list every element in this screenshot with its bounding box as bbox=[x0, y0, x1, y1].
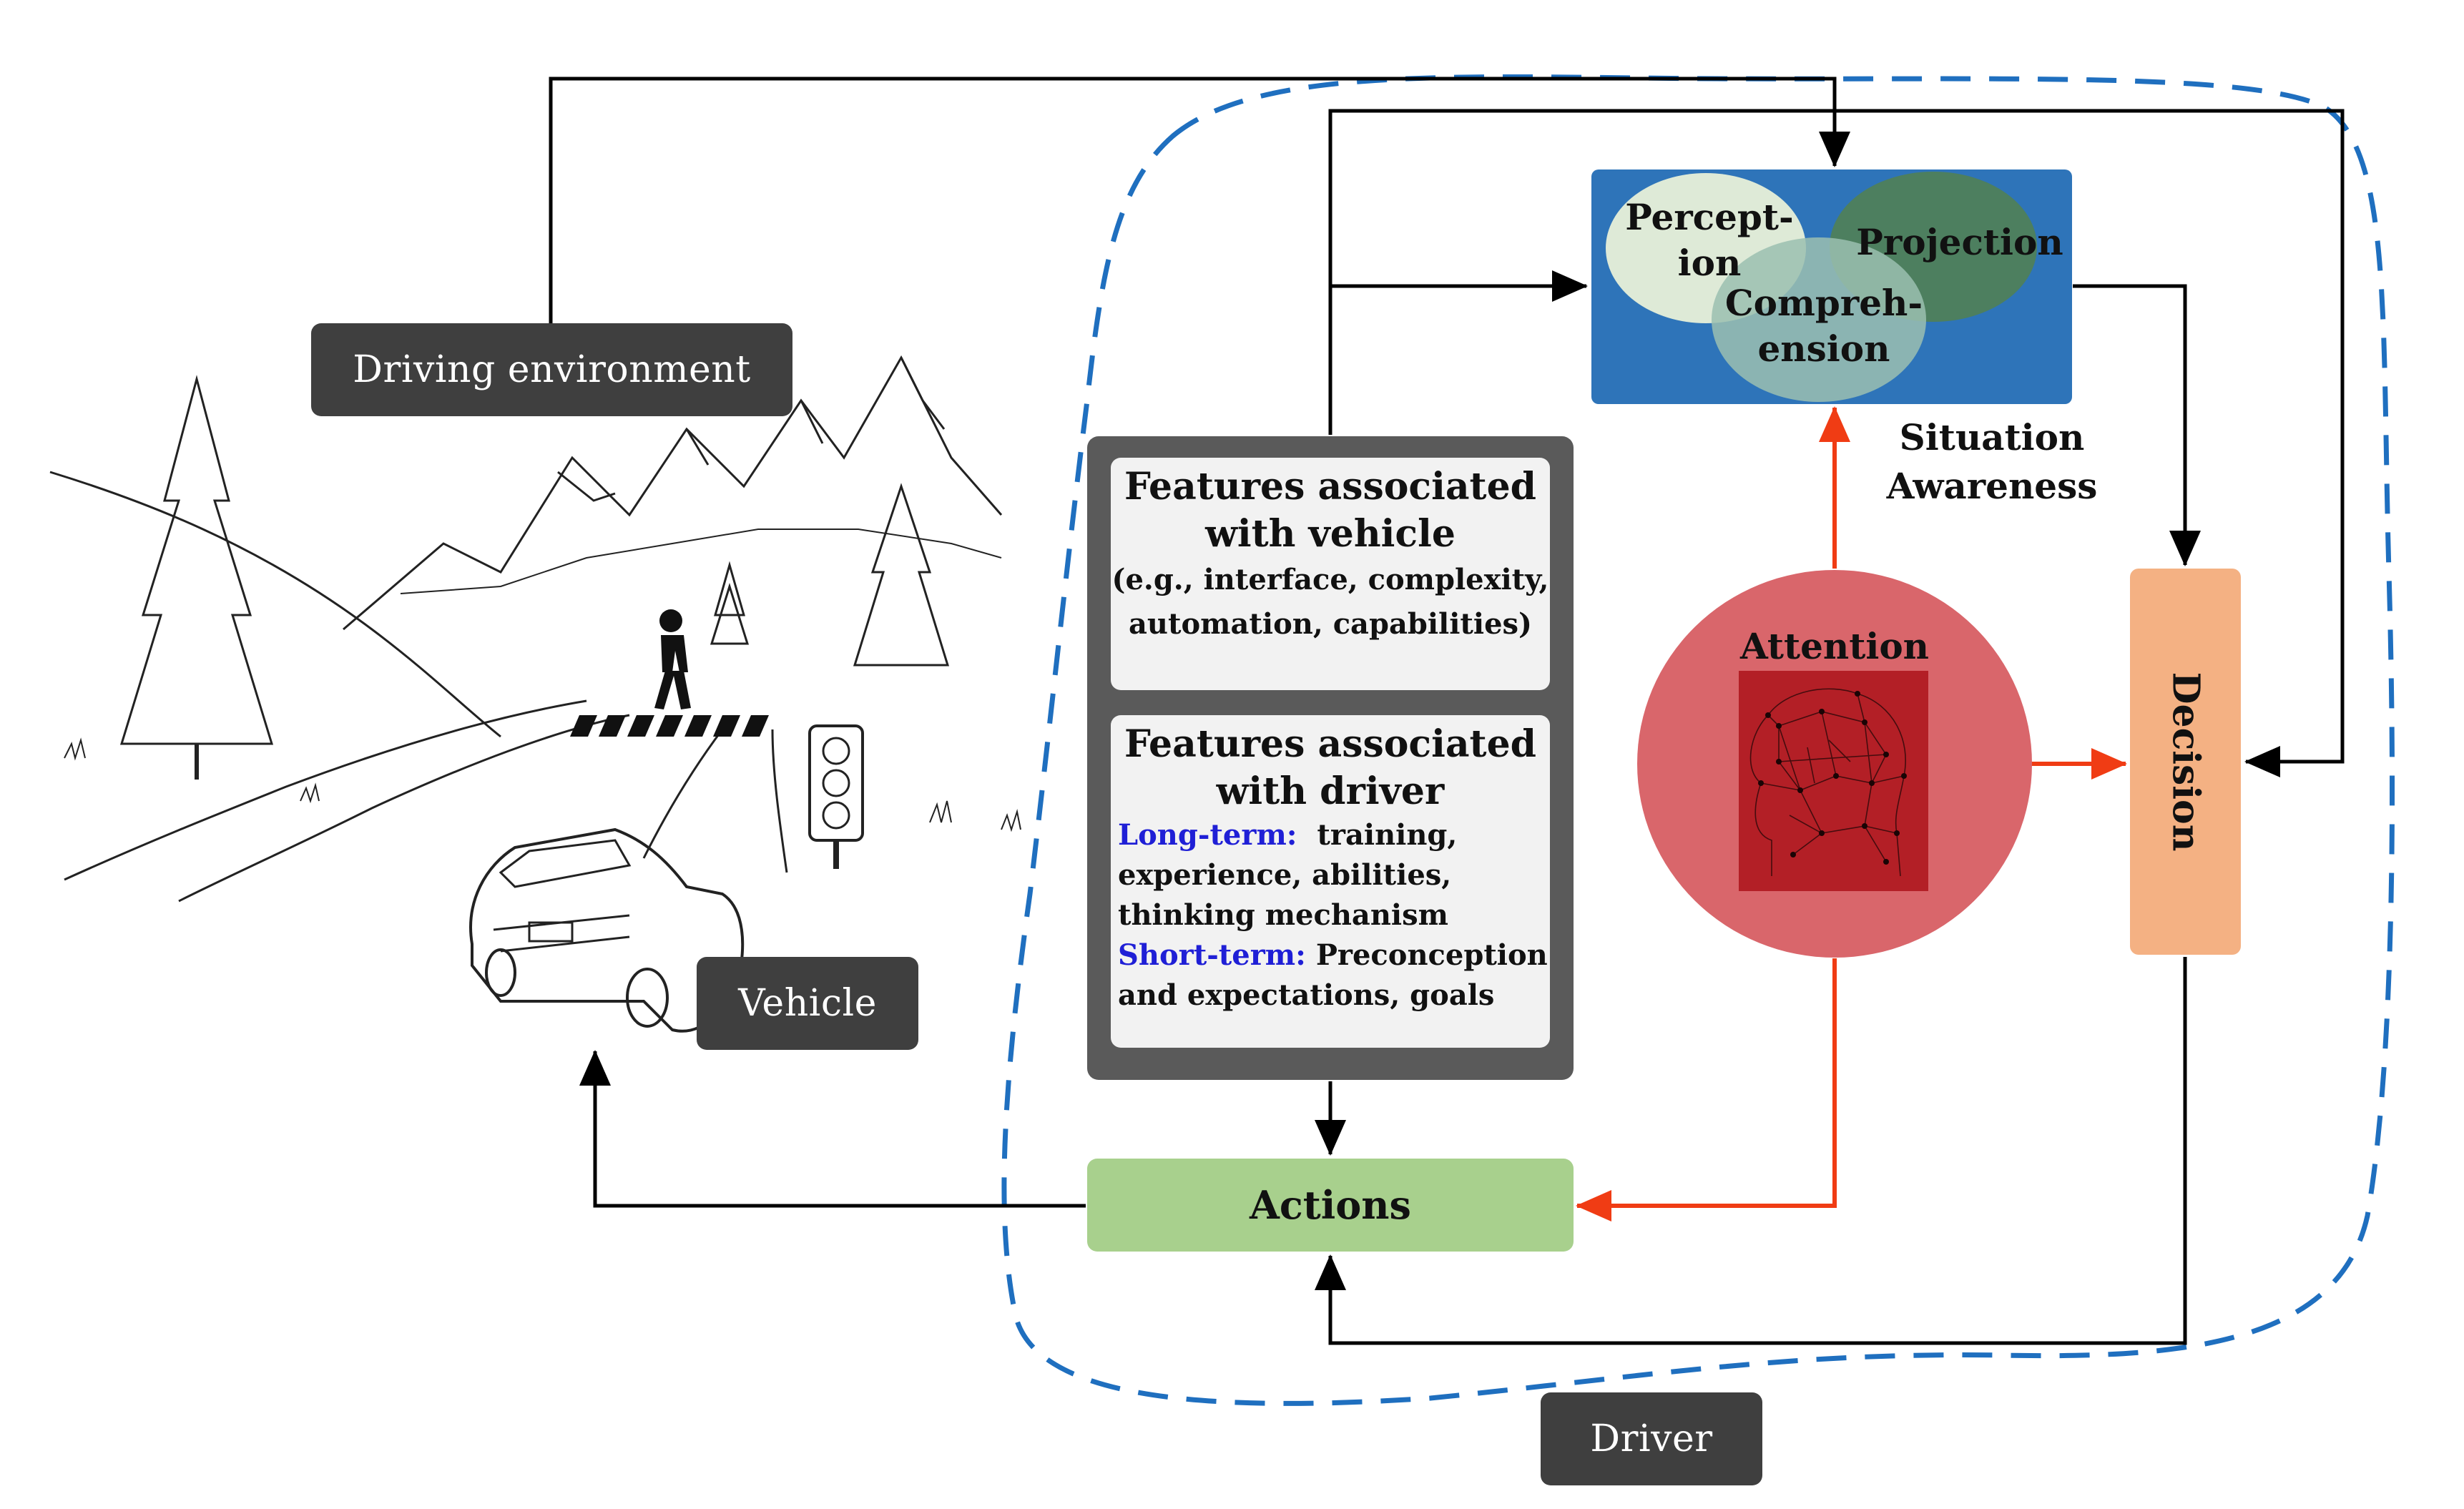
env-to-sa-line bbox=[549, 77, 1850, 325]
features-driver-title-1: Features associated bbox=[1124, 722, 1537, 766]
features-vehicle-box: Features associated with vehicle (e.g., … bbox=[1111, 458, 1550, 690]
driver-label: Driver bbox=[1541, 1392, 1762, 1485]
driving-environment-label: Driving environment bbox=[311, 323, 792, 416]
projection-label: Projection bbox=[1856, 221, 2063, 263]
features-driver-box: Features associated with driver Long-ter… bbox=[1111, 715, 1550, 1048]
situation-awareness-box bbox=[1591, 169, 2072, 404]
attention-to-actions-arrow bbox=[1576, 958, 1837, 1222]
comprehension-line-1: Compreh- bbox=[1724, 282, 1923, 324]
long-term-text-1: training, bbox=[1317, 818, 1458, 852]
long-term-line: Long-term: training, bbox=[1111, 815, 1550, 855]
features-vehicle-detail-2: automation, capabilities) bbox=[1129, 607, 1532, 641]
sa-venn bbox=[1606, 172, 2037, 402]
short-term-text-2: and expectations, goals bbox=[1118, 978, 1495, 1012]
short-term-line: Short-term: Preconception bbox=[1111, 935, 1550, 975]
vehicle-label: Vehicle bbox=[697, 957, 918, 1050]
comprehension-line-2: ension bbox=[1757, 328, 1890, 370]
features-driver-title-2: with driver bbox=[1216, 770, 1445, 813]
sa-label-line-1: Situation bbox=[1899, 416, 2085, 458]
features-vehicle-title-1: Features associated bbox=[1124, 465, 1537, 508]
perception-line-1: Percept- bbox=[1625, 196, 1794, 238]
short-term-text-1: Preconception bbox=[1315, 938, 1548, 972]
loop-top-line bbox=[1328, 109, 2345, 777]
comprehension-label: Compreh- ension bbox=[1717, 280, 1931, 372]
sa-label-line-2: Awareness bbox=[1886, 465, 2098, 507]
sa-to-decision-line bbox=[2073, 284, 2201, 566]
driving-scene-illustration bbox=[49, 355, 1021, 1033]
long-term-label: Long-term: bbox=[1118, 818, 1297, 852]
features-vehicle-title-2: with vehicle bbox=[1205, 512, 1456, 556]
long-term-text-2: experience, abilities, bbox=[1118, 858, 1452, 892]
decision-label: Decision bbox=[2164, 672, 2207, 852]
long-term-text-3: thinking mechanism bbox=[1118, 898, 1448, 932]
short-term-label: Short-term: bbox=[1118, 938, 1306, 972]
actions-box: Actions bbox=[1087, 1159, 1574, 1252]
attention-label: Attention bbox=[1739, 625, 1930, 667]
decision-box: Decision bbox=[2130, 569, 2241, 955]
features-vehicle-detail-1: (e.g., interface, complexity, bbox=[1111, 563, 1549, 596]
brain-network-icon bbox=[1749, 688, 1906, 877]
situation-awareness-label: Situation Awareness bbox=[1849, 413, 2135, 511]
perception-line-2: ion bbox=[1677, 242, 1742, 284]
decision-to-actions-line bbox=[1315, 957, 2187, 1345]
actions-label: Actions bbox=[1250, 1182, 1411, 1228]
actions-to-vehicle-line bbox=[579, 1050, 1086, 1208]
perception-label: Percept- ion bbox=[1616, 195, 1802, 286]
attention-circle bbox=[1637, 570, 2032, 958]
driver-boundary bbox=[1001, 74, 2395, 1406]
